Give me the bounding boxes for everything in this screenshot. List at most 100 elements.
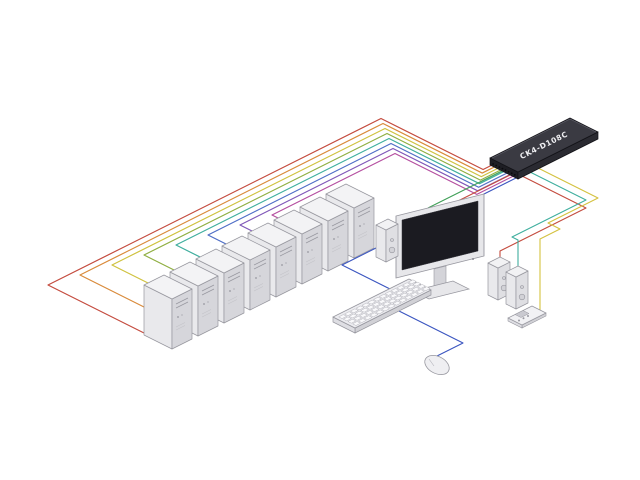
- speaker-woofer: [518, 293, 526, 301]
- remote-button: [527, 315, 529, 317]
- speaker-top: [505, 265, 529, 278]
- keyboard-key: [386, 303, 396, 309]
- reset-button: [285, 262, 287, 264]
- reset-button: [311, 249, 313, 251]
- vent-line: [253, 286, 264, 292]
- right-speaker-cable: [499, 175, 587, 260]
- speaker-top: [375, 218, 399, 231]
- vent-line: [279, 270, 290, 276]
- keyboard-key: [371, 302, 381, 307]
- reset-button: [259, 275, 261, 277]
- kvm-port-4: [501, 167, 504, 170]
- power-button: [333, 238, 335, 240]
- keyboard-key: [349, 308, 359, 314]
- keyboard-key: [375, 309, 385, 315]
- speaker-side: [487, 262, 499, 301]
- remote-cable: [537, 167, 599, 312]
- drive-bay-slot: [175, 301, 189, 309]
- kvm-port-7: [510, 172, 513, 175]
- vent-line: [331, 247, 342, 253]
- tower-top-panel: [221, 235, 271, 261]
- reset-button: [181, 314, 183, 316]
- keyboard-key: [370, 307, 380, 312]
- vent-line: [305, 257, 316, 263]
- power-button: [359, 225, 361, 227]
- keyboard-key: [390, 288, 400, 293]
- keyboard-key: [401, 282, 412, 287]
- drive-bay-slot: [357, 206, 371, 214]
- keyboard-key: [394, 290, 405, 296]
- vent-line: [357, 231, 368, 237]
- right-speaker-2: [505, 265, 529, 310]
- keyboard-key: [405, 289, 415, 295]
- drive-bay-slot: [279, 249, 293, 257]
- keyboard-key: [416, 284, 427, 289]
- keyboard-key: [393, 295, 403, 301]
- computer-cable-2: [79, 122, 497, 321]
- keyboard-key: [358, 313, 369, 318]
- monitor-cable: [427, 169, 505, 209]
- vent-line: [227, 299, 238, 305]
- power-button: [281, 264, 283, 266]
- vent-line: [227, 296, 238, 302]
- keyboard-key: [382, 301, 392, 307]
- power-button: [203, 303, 205, 305]
- keyboard-key: [355, 305, 365, 311]
- keyboard-key: [348, 313, 358, 319]
- keyboard-key: [376, 304, 386, 309]
- keyboard-key: [406, 284, 416, 290]
- keyboard-key: [369, 312, 379, 318]
- keyboard-key: [342, 316, 352, 322]
- kvm-port-5: [504, 169, 507, 172]
- drive-bay-slot: [227, 271, 241, 279]
- tower-top-panel: [143, 274, 193, 300]
- monitor-screen: [401, 200, 479, 271]
- keyboard-key: [360, 307, 370, 313]
- monitor: [395, 193, 485, 300]
- speaker-tweeter: [520, 285, 524, 289]
- mouse: [424, 354, 450, 376]
- computer-towers: [143, 183, 375, 350]
- remote-control: [507, 305, 547, 329]
- vent-line: [305, 260, 316, 266]
- remote-button: [518, 319, 520, 322]
- speaker-tweeter: [502, 276, 506, 280]
- speaker-tweeter: [390, 238, 394, 242]
- speaker-woofer: [388, 246, 396, 254]
- drive-bay-slot: [253, 258, 267, 266]
- keyboard-key: [396, 285, 406, 290]
- keyboard-key: [392, 300, 402, 306]
- mouse-body: [424, 354, 450, 376]
- keyboard-key: [347, 318, 357, 324]
- keyboard-key: [353, 316, 363, 321]
- keyboard-key: [421, 286, 431, 291]
- vent-line: [357, 234, 368, 240]
- left-speaker: [375, 218, 399, 263]
- vent-line: [175, 325, 186, 331]
- kvm-port-6: [507, 170, 510, 173]
- keyboard-key: [378, 294, 388, 299]
- tower-top-panel: [195, 248, 245, 274]
- mouse-button-divider: [428, 358, 435, 367]
- tower-front-panel: [353, 197, 375, 259]
- reset-button: [233, 288, 235, 290]
- remote-button: [522, 317, 525, 320]
- tower-top-panel: [247, 222, 297, 248]
- keyboard-key: [400, 287, 410, 293]
- speaker-top: [487, 256, 511, 269]
- drive-bay-slot: [253, 262, 267, 270]
- drive-bay-slot: [201, 288, 215, 296]
- keyboard-key: [398, 298, 408, 303]
- mouse-cable: [393, 308, 464, 359]
- computer-cable-4: [143, 132, 503, 295]
- vent-line: [201, 309, 212, 315]
- drive-bay-slot: [331, 223, 345, 231]
- keyboard-key: [338, 314, 348, 319]
- tower-front-panel: [327, 210, 349, 272]
- keyboard: [332, 278, 432, 334]
- vent-line: [331, 244, 342, 250]
- speaker-side: [375, 224, 387, 263]
- power-button: [177, 316, 179, 318]
- keyboard-key: [409, 292, 420, 297]
